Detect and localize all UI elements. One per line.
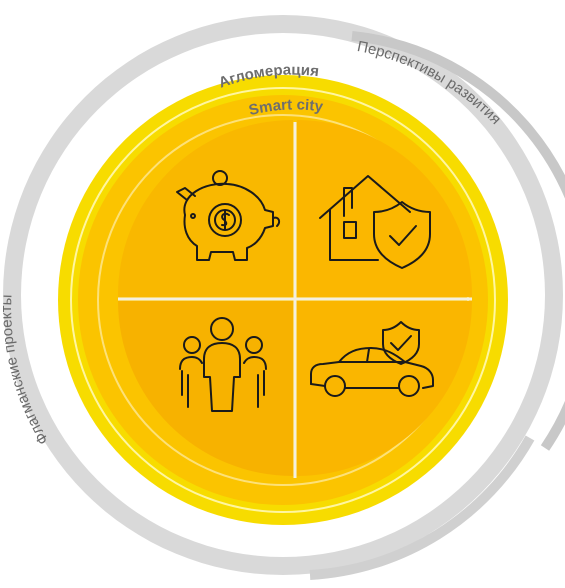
quadrant-bottom-left <box>118 301 293 476</box>
car-shield-icon <box>310 321 434 397</box>
agglomeration-ring-edge <box>70 87 496 513</box>
bottom-arc-bracket <box>309 435 535 580</box>
prospects-arc-bracket <box>351 31 565 451</box>
quadrant-top-right <box>297 120 473 297</box>
piggy-bank-icon <box>176 170 281 261</box>
house-shield-icon <box>319 175 431 269</box>
people-group-icon <box>179 317 267 412</box>
quadrant-top-left <box>117 120 293 297</box>
